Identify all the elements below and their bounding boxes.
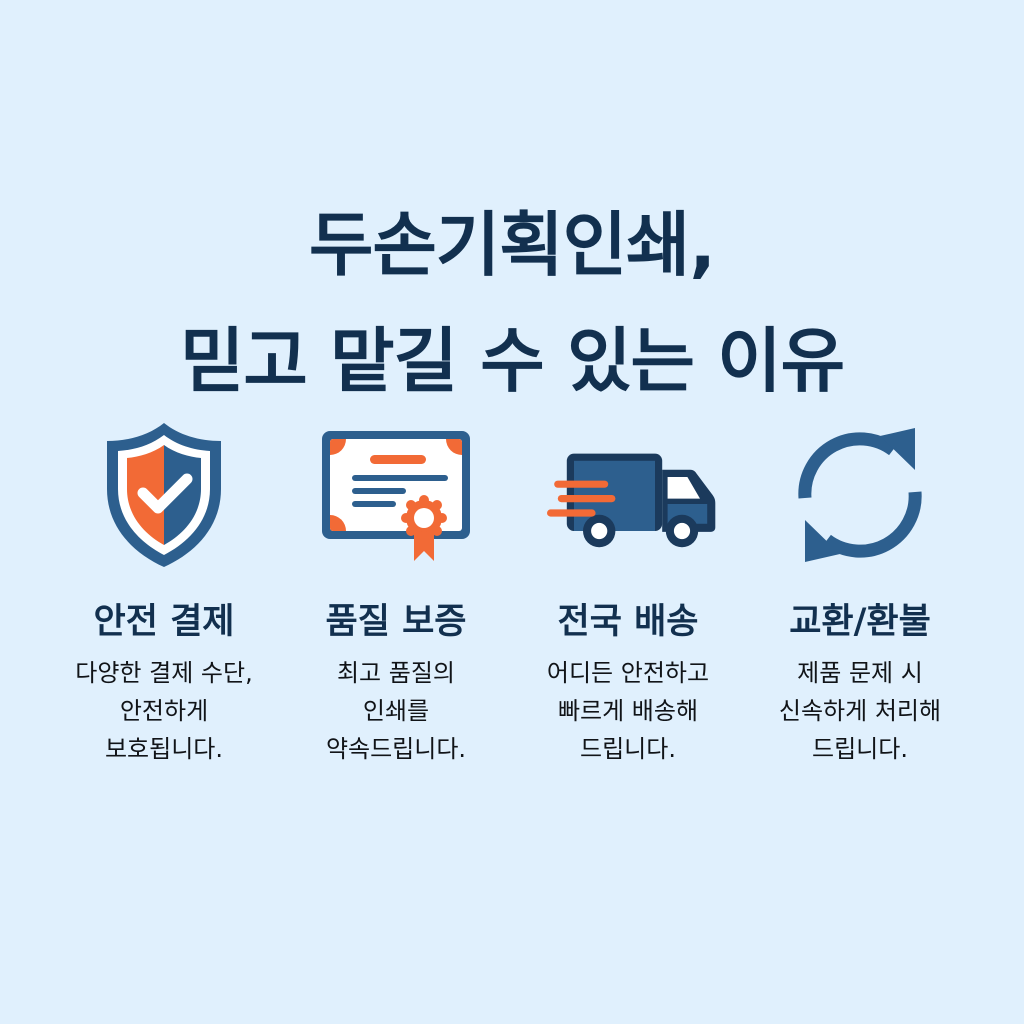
delivery-truck-icon — [538, 410, 718, 580]
feature-title: 교환/환불 — [789, 602, 931, 642]
feature-nationwide-delivery: 전국 배송 어디든 안전하고 빠르게 배송해 드립니다. — [512, 410, 744, 768]
page-title: 두손기획인쇄, 믿고 맡길 수 있는 이유 — [0, 187, 1024, 419]
feature-secure-payment: 안전 결제 다양한 결제 수단, 안전하게 보호됩니다. — [48, 410, 280, 768]
feature-desc-line: 드립니다. — [580, 735, 676, 763]
feature-desc-line: 드립니다. — [812, 735, 908, 763]
feature-desc-line: 보호됩니다. — [104, 735, 223, 763]
page-title-line-2: 믿고 맡길 수 있는 이유 — [179, 319, 845, 402]
feature-desc-line: 약속드립니다. — [325, 735, 467, 763]
feature-description: 어디든 안전하고 빠르게 배송해 드립니다. — [547, 654, 709, 768]
shield-check-icon — [74, 410, 254, 580]
feature-title: 전국 배송 — [557, 602, 699, 642]
feature-desc-line: 다양한 결제 수단, — [75, 659, 253, 687]
refresh-arrows-icon — [770, 410, 950, 580]
feature-desc-line: 제품 문제 시 — [797, 659, 923, 687]
page-title-line-1: 두손기획인쇄, — [309, 203, 716, 286]
features-row: 안전 결제 다양한 결제 수단, 안전하게 보호됩니다. — [48, 410, 976, 768]
feature-desc-line: 어디든 안전하고 — [546, 659, 710, 687]
feature-desc-line: 최고 품질의 — [336, 659, 455, 687]
certificate-icon — [306, 410, 486, 580]
feature-description: 제품 문제 시 신속하게 처리해 드립니다. — [779, 654, 941, 768]
feature-exchange-refund: 교환/환불 제품 문제 시 신속하게 처리해 드립니다. — [744, 410, 976, 768]
feature-quality-guarantee: 품질 보증 최고 품질의 인쇄를 약속드립니다. — [280, 410, 512, 768]
feature-title: 품질 보증 — [325, 602, 467, 642]
feature-desc-line: 빠르게 배송해 — [557, 697, 699, 725]
feature-desc-line: 신속하게 처리해 — [778, 697, 942, 725]
feature-description: 다양한 결제 수단, 안전하게 보호됩니다. — [75, 654, 252, 768]
feature-desc-line: 인쇄를 — [362, 697, 430, 725]
feature-description: 최고 품질의 인쇄를 약속드립니다. — [326, 654, 466, 768]
feature-title: 안전 결제 — [93, 602, 235, 642]
feature-desc-line: 안전하게 — [119, 697, 209, 725]
